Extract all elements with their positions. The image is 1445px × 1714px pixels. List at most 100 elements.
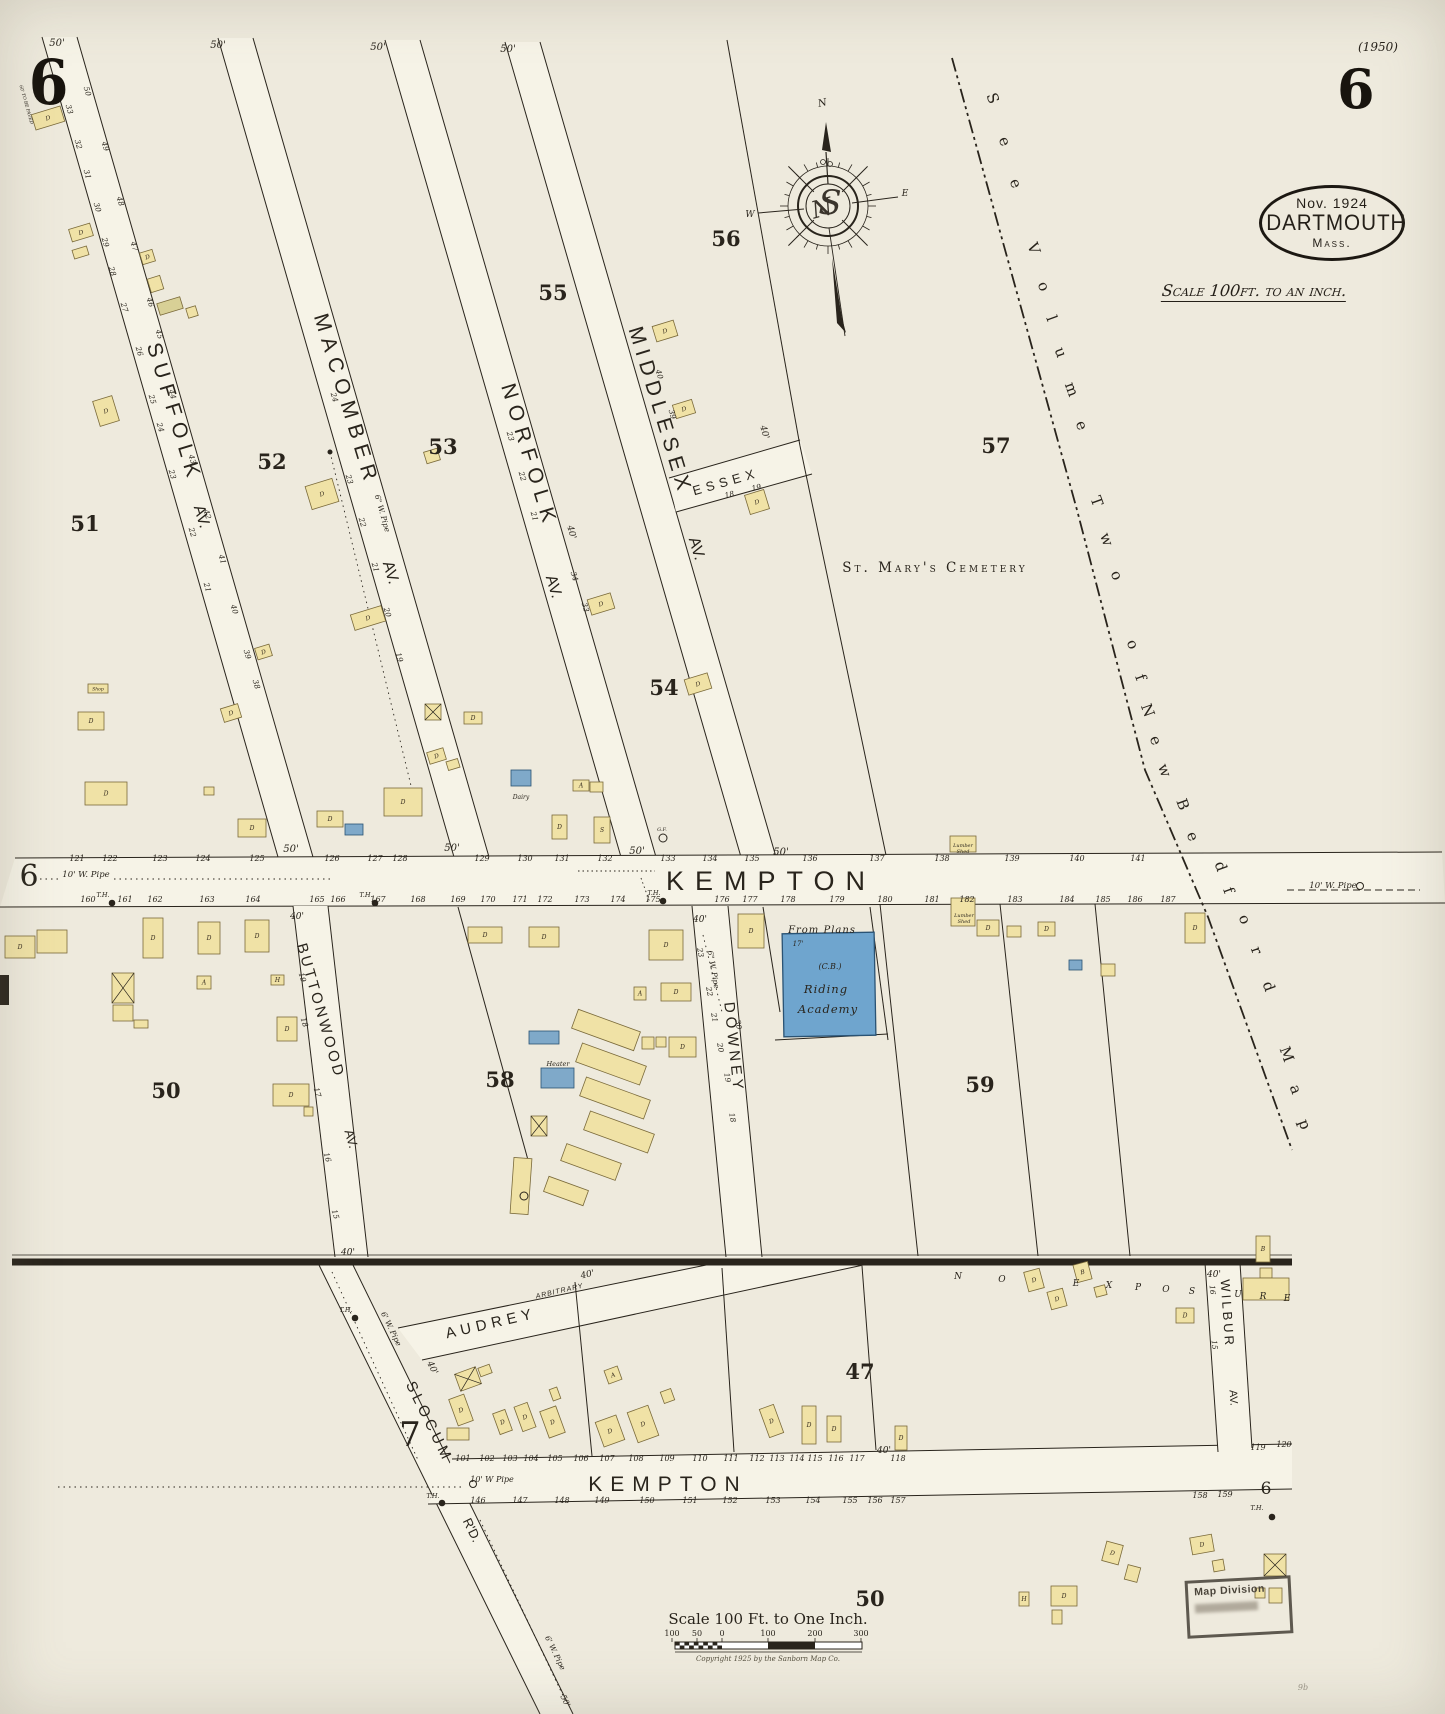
map-label: Dairy — [512, 794, 530, 801]
lot-number: 48 — [114, 195, 126, 208]
lot-number: 108 — [628, 1454, 643, 1463]
building-footprint — [272, 1083, 310, 1107]
scale-note-text: Scale 100ft. to an inch. — [1160, 281, 1348, 302]
building-footprint — [1255, 1235, 1271, 1263]
building-footprint — [426, 747, 447, 765]
hydrant-dot — [327, 449, 333, 455]
map-label: N — [953, 1272, 963, 1282]
street-edge — [427, 1488, 1293, 1505]
lot-number: 166 — [330, 895, 345, 904]
scale-tick-label: 100 — [664, 1629, 679, 1638]
building-footprint — [575, 1042, 647, 1086]
building-footprint — [668, 1036, 697, 1058]
building-footprint — [1242, 1277, 1290, 1301]
building-footprint — [826, 1415, 842, 1443]
lot-number: 169 — [450, 895, 465, 904]
building: D — [142, 917, 164, 959]
title-cartouche: Nov. 1924 DARTMOUTH Mass. — [1259, 185, 1405, 261]
block-number: 50 — [151, 1078, 180, 1103]
map-label: 50' — [773, 847, 788, 858]
building-use-label: A — [201, 980, 207, 987]
map-label: 10' W. Pipe — [1309, 881, 1356, 891]
building: D — [426, 747, 447, 765]
lot-number: 25 — [146, 393, 158, 406]
lot-number: 17 — [312, 1086, 323, 1098]
lot-number: 172 — [537, 895, 552, 904]
building: Shop — [87, 683, 109, 694]
street-band — [669, 440, 812, 512]
building: D — [254, 643, 273, 661]
building-use-label: D — [663, 942, 669, 949]
building-use-label: D — [673, 989, 679, 996]
street-band — [428, 1444, 1292, 1504]
street-band — [42, 37, 313, 857]
building-footprint — [445, 757, 461, 772]
lot-number: 34 — [569, 570, 580, 582]
building-footprint — [185, 305, 199, 319]
compass-tick — [837, 244, 841, 250]
compass-tick — [784, 193, 790, 197]
building-footprint — [87, 683, 109, 694]
lot-number: 24 — [328, 391, 340, 404]
building-use-label: D — [1043, 926, 1049, 933]
building: D — [92, 395, 120, 427]
building: D — [448, 1393, 474, 1427]
building — [510, 769, 532, 787]
building: D — [1101, 1540, 1124, 1566]
lot-number: 161 — [117, 895, 132, 904]
street-label: AV. — [190, 503, 213, 530]
building — [36, 929, 68, 954]
building-footprint — [513, 1401, 537, 1433]
lot-number: 130 — [517, 854, 532, 863]
lot-number: 149 — [594, 1496, 609, 1505]
building: D — [237, 818, 267, 838]
building-footprint — [383, 787, 423, 817]
lot-number: 185 — [1095, 895, 1110, 904]
building: D — [1023, 1267, 1045, 1293]
street-band — [293, 906, 368, 1257]
lot-number: 133 — [660, 854, 675, 863]
street-band — [1205, 1263, 1252, 1452]
compass-spoke — [841, 219, 868, 246]
sheet-number-top-right: 6 — [1337, 57, 1375, 121]
building-footprint — [1072, 1260, 1093, 1284]
lot-number: 127 — [367, 854, 383, 863]
map-label: O — [998, 1275, 1006, 1285]
building — [589, 781, 604, 793]
lot-number: 159 — [1217, 1490, 1232, 1499]
lot-number: 170 — [480, 895, 495, 904]
valve-circle — [1356, 882, 1364, 890]
building-footprint — [583, 1110, 655, 1154]
scale-checker — [693, 1642, 699, 1646]
lot-number: 15 — [330, 1208, 341, 1220]
lot-number: 43 — [186, 453, 198, 466]
building-footprint — [660, 982, 692, 1002]
building-footprint — [112, 1004, 134, 1022]
building-footprint — [1018, 1591, 1030, 1607]
map-line — [879, 903, 919, 1257]
lot-number: 162 — [147, 895, 162, 904]
building-footprint — [1050, 1585, 1078, 1607]
map-label: 40' — [1206, 1270, 1221, 1280]
building-footprint — [237, 818, 267, 838]
building — [446, 1427, 470, 1441]
block-number: 51 — [70, 511, 99, 536]
building — [1242, 1277, 1290, 1301]
building-use-label: D — [1053, 1295, 1061, 1303]
lot-number: 178 — [780, 895, 795, 904]
building: D — [1046, 1287, 1068, 1311]
building: D — [463, 711, 483, 725]
lot-number: 21 — [528, 510, 540, 523]
map-label: Heater — [546, 1060, 571, 1068]
lot-number: 19 — [297, 971, 308, 983]
lot-number: 168 — [410, 895, 425, 904]
scale-checker — [712, 1642, 718, 1646]
lot-number: 126 — [324, 854, 339, 863]
building-use-label: D — [254, 933, 260, 940]
building-footprint — [349, 605, 387, 631]
lot-number: 147 — [512, 1496, 528, 1505]
lot-number: 104 — [523, 1454, 538, 1463]
scale-checker — [717, 1645, 722, 1649]
building-footprint — [633, 986, 647, 1001]
building-footprint — [477, 1363, 493, 1378]
